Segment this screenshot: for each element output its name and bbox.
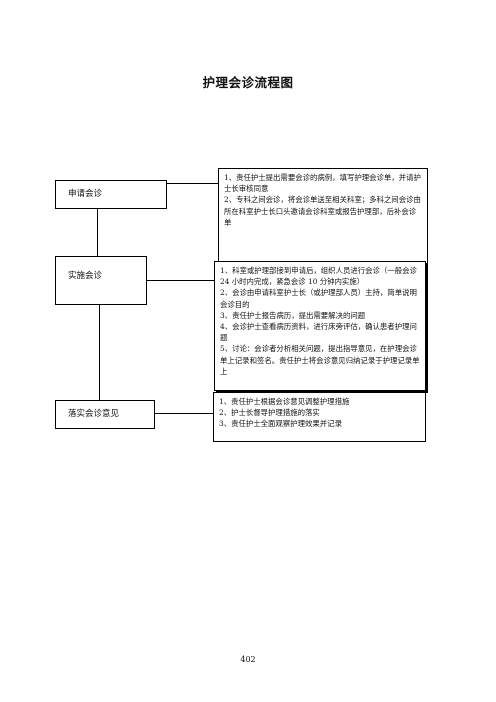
list-item: 4、会诊护士查看病历资料，进行床旁评估，确认患者护理问题 [220,322,417,343]
list-item: 1、责任护士根据会诊意见调整护理措施 [219,397,350,406]
step-label-implement: 实施会诊 [55,256,147,305]
page-number: 402 [240,655,256,664]
step-label-text: 实施会诊 [68,271,103,281]
step-label-apply: 申请会诊 [55,180,167,209]
connector-line-horizontal [155,413,213,414]
connector-line-vertical [99,305,100,401]
list-item: 3、责任护士报告病历，提出需要解决的问题 [220,310,366,320]
connector-line-horizontal [147,280,215,281]
connector-line-horizontal [167,183,219,184]
step-detail-implement: 1、科室或护理部接到申请后，组织人员进行会诊（一般会诊 24 小时内完成，紧急会… [214,261,426,391]
step-label-text: 落实会诊意见 [68,409,120,419]
step-label-text: 申请会诊 [68,189,103,199]
list-item: 1、科室或护理部接到申请后，组织人员进行会诊（一般会诊 24 小时内完成，紧急会… [220,266,417,287]
step-detail-list: 1、责任护士根据会诊意见调整护理措施 2、护士长督导护理措施的落实 3、责任护士… [214,393,425,430]
list-item: 1、责任护士提出需要会诊的病例，填写护理会诊单，并请护士长审核同意 [224,173,421,194]
step-detail-list: 1、责任护士提出需要会诊的病例，填写护理会诊单，并请护士长审核同意 2、专科之间… [219,169,427,228]
list-item: 2、专科之间会诊，将会诊单送至相关科室；多科之间会诊由所在科室护士长口头邀请会诊… [224,195,421,227]
step-label-execute: 落实会诊意见 [55,400,155,429]
connector-line-vertical [97,208,98,256]
list-item: 2、会诊由申请科室护士长（或护理部人员）主持，简单说明会诊目的 [220,288,417,309]
step-detail-list: 1、科室或护理部接到申请后，组织人员进行会诊（一般会诊 24 小时内完成，紧急会… [215,262,425,377]
list-item: 5、讨论：会诊者分析相关问题，提出指导意见，在护理会诊单上记录和签名。责任护士将… [220,344,420,376]
step-detail-execute: 1、责任护士根据会诊意见调整护理措施 2、护士长督导护理措施的落实 3、责任护士… [213,392,426,442]
list-item: 2、护士长督导护理措施的落实 [219,408,320,418]
page-title: 护理会诊流程图 [202,75,294,90]
list-item: 3、责任护士全面观察护理效果并记录 [219,419,342,429]
